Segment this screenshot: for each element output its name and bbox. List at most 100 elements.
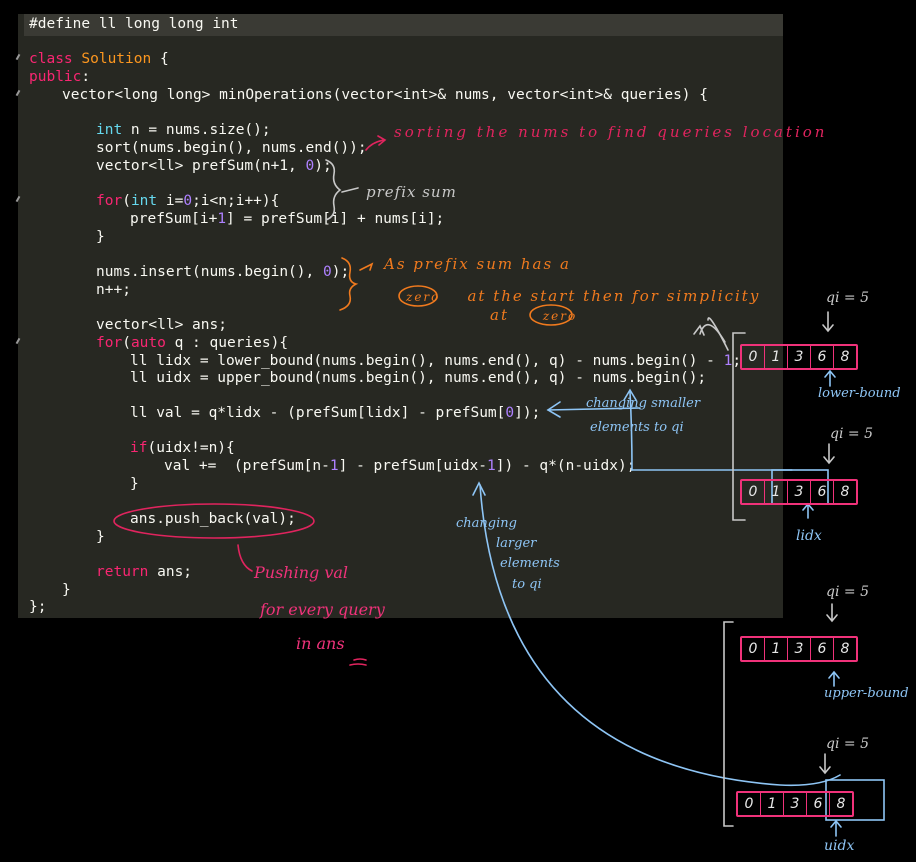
code-line-for-close: } — [96, 528, 105, 546]
code-text: } — [96, 529, 105, 545]
array-cell: 3 — [784, 793, 807, 815]
code-text: ll lidx = lower_bound(nums.begin(), nums… — [130, 353, 724, 369]
code-line-uidx: ll uidx = upper_bound(nums.begin(), nums… — [130, 369, 706, 387]
code-text: : — [81, 69, 91, 85]
arrow-larger-icon — [479, 484, 841, 787]
code-text: ); — [314, 158, 332, 174]
array-cell: 6 — [811, 638, 834, 660]
code-line-if: if(uidx!=n){ — [130, 439, 235, 457]
note-prefix: prefix sum — [366, 183, 457, 201]
number-literal: 0 — [505, 405, 515, 421]
note-sorting: sorting the nums to find queries locatio… — [394, 123, 828, 141]
array-diagram: 0 1 3 6 8 — [740, 479, 858, 505]
array-cell: 0 — [742, 346, 765, 368]
array-cell: 1 — [765, 638, 788, 660]
note-zero-a: As prefix sum has a — [384, 255, 571, 273]
code-line-n: int n = nums.size(); — [96, 121, 271, 139]
code-text: n = nums.size(); — [122, 122, 271, 138]
q-label: qi = 5 — [826, 584, 869, 600]
zero-rest: at the start then for simplicity — [467, 287, 761, 305]
code-line-public: public: — [29, 68, 90, 86]
code-text: vector<ll> ans; — [96, 317, 227, 333]
zero-circle-icon — [398, 285, 438, 307]
code-line-n-inc: n++; — [96, 281, 131, 299]
code-line-prefsum: vector<ll> prefSum(n+1, 0); — [96, 157, 332, 175]
keyword: return — [96, 564, 149, 580]
note-smaller-b: elements to qi — [590, 420, 684, 435]
brace-prefix-icon — [325, 159, 342, 221]
note-pushing-a: Pushing val — [254, 563, 349, 582]
array-cell: 1 — [765, 346, 788, 368]
code-line-push: ans.push_back(val); — [130, 510, 296, 528]
zero-at: at — [490, 306, 509, 324]
array-cell: 3 — [788, 481, 811, 503]
number-literal: 1 — [487, 458, 496, 474]
array-cell: 6 — [807, 793, 830, 815]
zero-circle-icon — [529, 304, 573, 326]
code-line-sort: sort(nums.begin(), nums.end()); — [96, 139, 367, 157]
arrow-smaller-icon — [547, 407, 641, 411]
class-name: Solution — [81, 51, 152, 67]
code-text: } — [130, 476, 139, 492]
arrow-sorting-icon — [365, 139, 385, 151]
lower-bound-label: lower-bound — [818, 386, 901, 401]
code-text: ( — [122, 335, 131, 351]
code-text: minOperations(vector<int>& nums, vector<… — [210, 87, 709, 103]
number-literal: 1 — [723, 353, 733, 369]
code-line-lidx: ll lidx = lower_bound(nums.begin(), nums… — [130, 352, 741, 370]
code-text: { — [151, 51, 169, 67]
keyword: auto — [130, 335, 166, 351]
code-line-if-close: } — [130, 475, 139, 493]
code-line-return: return ans; — [96, 563, 192, 581]
note-pushing-b: for every query — [260, 600, 385, 619]
array-cell: 0 — [738, 793, 761, 815]
code-line-class-close: }; — [29, 598, 46, 616]
current-line-highlight — [24, 14, 783, 36]
q-label: qi = 5 — [826, 290, 869, 306]
note-zero-b: zero at the start then for simplicity — [406, 288, 760, 305]
code-line-brace: } — [96, 228, 105, 246]
array-cell: 3 — [788, 346, 811, 368]
array-cell: 6 — [811, 481, 834, 503]
array-cell: 1 — [765, 481, 788, 503]
code-editor[interactable] — [18, 14, 783, 618]
push-back-circle-icon — [113, 503, 315, 539]
code-text: ]) - q*(n-uidx); — [495, 458, 636, 474]
keyword: for — [96, 335, 123, 351]
lidx-label: lidx — [796, 528, 822, 544]
keyword: class — [29, 51, 73, 67]
array-cell: 6 — [811, 346, 834, 368]
code-line-val: ll val = q*lidx - (prefSum[lidx] - prefS… — [130, 404, 540, 422]
code-text: prefSum[i+ — [130, 211, 218, 227]
array-cell: 8 — [840, 349, 850, 365]
code-line-signature: vector<long long> minOperations(vector<i… — [62, 86, 708, 104]
code-text: } — [96, 229, 105, 245]
code-text: nums.insert(nums.begin(), — [96, 264, 323, 280]
code-text: ( — [122, 193, 131, 209]
note-larger-d: to qi — [512, 577, 542, 592]
code-line-ans-decl: vector<ll> ans; — [96, 316, 227, 334]
array-cell: 8 — [840, 641, 850, 657]
note-larger-a: changing — [456, 516, 517, 531]
code-line-define: #define ll long long int — [29, 15, 239, 33]
zero-word: zero — [406, 290, 441, 304]
code-text: sort(nums.begin(), nums.end()); — [96, 140, 367, 156]
code-text: ] - prefSum[uidx- — [338, 458, 488, 474]
note-pushing-c: in ans — [296, 634, 345, 653]
code-text: i= — [157, 193, 184, 209]
code-line-method-close: } — [62, 581, 71, 599]
code-text: ll val = q*lidx - (prefSum[lidx] - prefS… — [130, 405, 506, 421]
upper-bound-label: upper-bound — [824, 686, 909, 701]
number-literal: 0 — [305, 158, 315, 174]
q-label: qi = 5 — [826, 736, 869, 752]
number-literal: 0 — [183, 193, 193, 209]
code-line-class: class Solution { — [29, 50, 169, 68]
uidx-label: uidx — [824, 838, 855, 854]
code-line-pref-update: prefSum[i+1] = prefSum[i] + nums[i]; — [130, 210, 444, 228]
code-text: } — [62, 582, 71, 598]
note-larger-c: elements — [500, 556, 560, 571]
code-text: vector<long long> — [62, 87, 211, 103]
code-text: ll uidx = upper_bound(nums.begin(), nums… — [130, 370, 707, 386]
keyword: for — [96, 193, 123, 209]
array-cell: 8 — [836, 796, 846, 812]
